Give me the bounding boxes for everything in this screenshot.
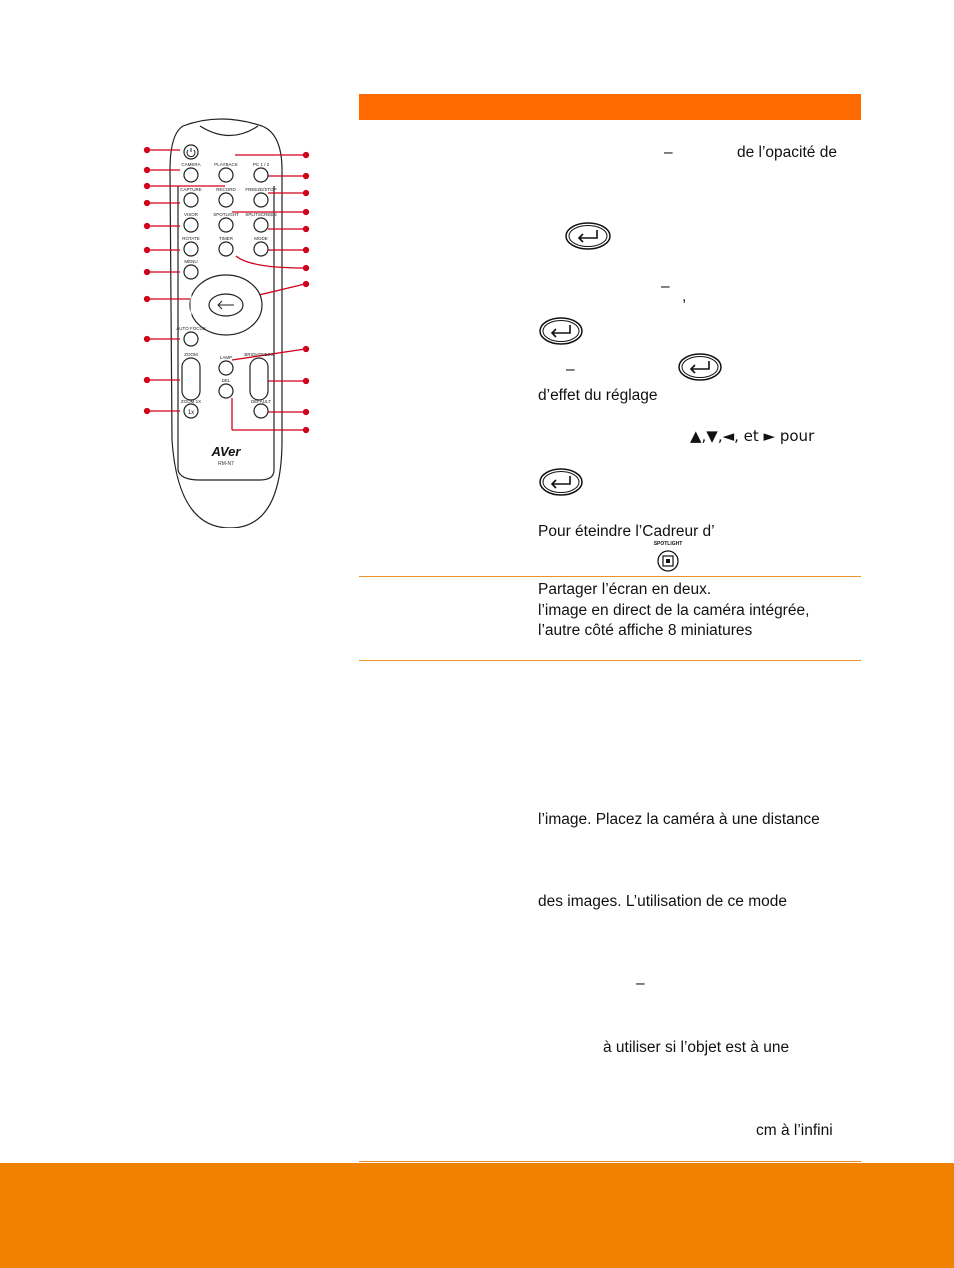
- row-divider: [359, 576, 861, 577]
- remote-label-pc: PC 1 / 2: [253, 162, 270, 167]
- text-dash-1: –: [664, 144, 673, 161]
- remote-brand-logo: AVer: [211, 444, 242, 459]
- remote-model-label: RM-N7: [218, 461, 234, 467]
- text-split-1: Partager l’écran en deux.: [538, 581, 712, 598]
- text-effect: d’effet du réglage: [538, 387, 658, 404]
- remote-label-visor: VISOR: [184, 212, 199, 217]
- text-mode-4: à utiliser si l’objet est à une: [603, 1039, 790, 1056]
- spotlight-icon-label: SPOTLIGHT: [654, 541, 683, 547]
- remote-label-default: DEFAULT: [251, 399, 271, 404]
- remote-label-del: DEL: [222, 378, 231, 383]
- remote-label-autofocus: AUTO FOCUS: [176, 326, 205, 331]
- text-visor-off: Pour éteindre l’Cadreur d’: [538, 523, 715, 540]
- remote-label-timer: TIMER: [219, 236, 234, 241]
- text-dash-3: –: [566, 361, 575, 378]
- enter-key-icon: [539, 468, 583, 496]
- remote-label-mode: MODE: [254, 236, 268, 241]
- row-divider: [359, 660, 861, 661]
- text-split-2: l’image en direct de la caméra intégrée,: [538, 602, 810, 619]
- spotlight-icon: SPOTLIGHT: [654, 541, 683, 572]
- text-opacity: de l’opacité de: [737, 144, 837, 161]
- remote-label-spotlight: SPOTLIGHT: [213, 212, 239, 217]
- text-split-3: l’autre côté affiche 8 miniatures: [538, 622, 753, 639]
- text-mode-1: l’image. Placez la caméra à une distance: [538, 811, 820, 828]
- text-arrows: ▲,▼,◄, et ► pour: [690, 427, 815, 445]
- row-divider: [359, 1161, 861, 1162]
- remote-label-record: RECORD: [216, 187, 236, 192]
- page-footer-bar: [0, 1163, 954, 1268]
- remote-label-1x: 1x: [188, 410, 194, 416]
- remote-label-splitscreen: SPLITSCREEN: [245, 212, 276, 217]
- remote-label-lamp: LAMP: [220, 355, 232, 360]
- text-dash-4: –: [636, 975, 645, 992]
- remote-control-illustration: CAMERA PLAYBACK PC 1 / 2 CAPTURE RECORD …: [143, 118, 310, 528]
- remote-label-zoom: ZOOM: [184, 352, 198, 357]
- enter-key-icon: [539, 317, 583, 345]
- text-mode-5: cm à l’infini: [756, 1122, 833, 1139]
- remote-label-capture: CAPTURE: [180, 187, 202, 192]
- remote-label-camera: CAMERA: [181, 162, 200, 167]
- remote-label-rotate: ROTATE: [182, 236, 200, 241]
- table-header-bar: [359, 94, 861, 120]
- remote-label-menu: MENU: [184, 259, 197, 264]
- enter-key-icon: [565, 222, 611, 250]
- remote-label-zoom1x: ZOOM 1X: [181, 399, 201, 404]
- text-dash-2: –: [661, 278, 670, 295]
- remote-label-brightness: BRIGHTNESS: [244, 352, 273, 357]
- remote-label-playback: PLAYBACK: [214, 162, 237, 167]
- remote-label-freeze: FREEZE/STOP: [245, 187, 276, 192]
- text-comma: ,: [682, 288, 687, 305]
- text-mode-2: des images. L’utilisation de ce mode: [538, 893, 788, 910]
- enter-key-icon: [678, 353, 722, 381]
